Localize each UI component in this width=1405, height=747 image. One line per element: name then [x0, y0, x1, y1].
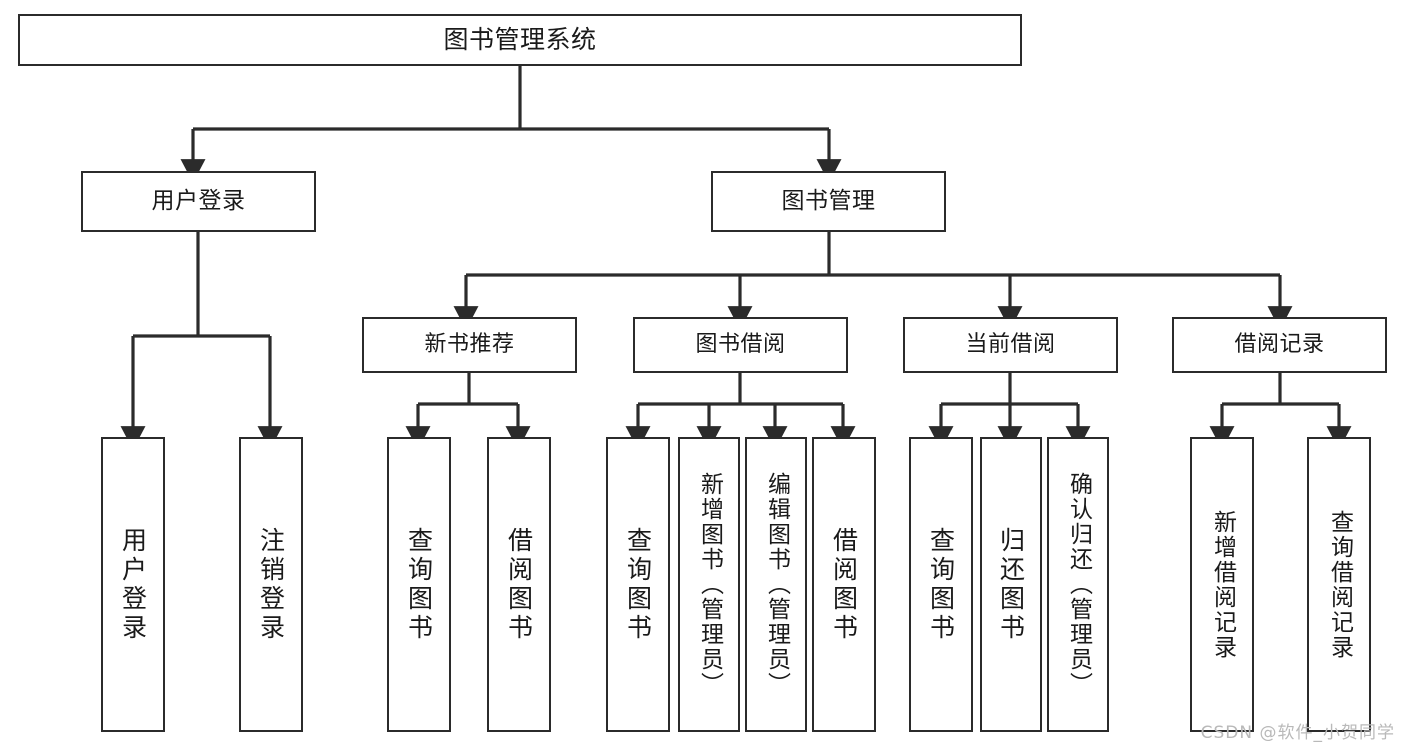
node-label: 新增借阅记录: [1209, 509, 1236, 660]
node-label: 借阅记录: [1234, 331, 1325, 357]
node-label: 查询图书: [623, 526, 653, 643]
node-label: 注销登录: [256, 526, 286, 643]
node-label: 新增图书（管理员）: [696, 472, 723, 697]
node-label: 用户登录: [151, 187, 246, 214]
leaf-edit-book-admin[interactable]: 编辑图书（管理员）: [745, 437, 807, 732]
leaf-query-book-borrow[interactable]: 查询图书: [606, 437, 670, 732]
node-book-borrow[interactable]: 图书借阅: [633, 317, 848, 373]
leaf-user-login[interactable]: 用户登录: [101, 437, 165, 732]
node-label: 新书推荐: [424, 331, 515, 357]
leaf-add-book-admin[interactable]: 新增图书（管理员）: [678, 437, 740, 732]
node-label: 查询图书: [926, 526, 956, 643]
node-book-management-system[interactable]: 图书管理系统: [18, 14, 1022, 66]
leaf-query-book-recommend[interactable]: 查询图书: [387, 437, 451, 732]
node-label: 查询图书: [404, 526, 434, 643]
leaf-borrow-book-recommend[interactable]: 借阅图书: [487, 437, 551, 732]
leaf-confirm-return-admin[interactable]: 确认归还（管理员）: [1047, 437, 1109, 732]
node-new-book-recommend[interactable]: 新书推荐: [362, 317, 577, 373]
node-user-login[interactable]: 用户登录: [81, 171, 316, 232]
node-book-management[interactable]: 图书管理: [711, 171, 946, 232]
node-borrow-record[interactable]: 借阅记录: [1172, 317, 1387, 373]
leaf-return-book[interactable]: 归还图书: [980, 437, 1042, 732]
node-label: 图书管理: [781, 187, 876, 214]
node-label: 确认归还（管理员）: [1065, 472, 1092, 697]
leaf-query-book-current[interactable]: 查询图书: [909, 437, 973, 732]
node-label: 编辑图书（管理员）: [763, 472, 790, 697]
leaf-add-borrow-record[interactable]: 新增借阅记录: [1190, 437, 1254, 732]
node-label: 归还图书: [996, 526, 1026, 643]
leaf-borrow-book[interactable]: 借阅图书: [812, 437, 876, 732]
node-label: 图书借阅: [695, 331, 786, 357]
node-label: 当前借阅: [965, 331, 1056, 357]
node-label: 查询借阅记录: [1326, 509, 1353, 660]
node-label: 用户登录: [118, 526, 148, 643]
node-label: 借阅图书: [829, 526, 859, 643]
leaf-logout[interactable]: 注销登录: [239, 437, 303, 732]
leaf-query-borrow-record[interactable]: 查询借阅记录: [1307, 437, 1371, 732]
node-label: 图书管理系统: [443, 25, 597, 54]
node-label: 借阅图书: [504, 526, 534, 643]
node-current-borrow[interactable]: 当前借阅: [903, 317, 1118, 373]
